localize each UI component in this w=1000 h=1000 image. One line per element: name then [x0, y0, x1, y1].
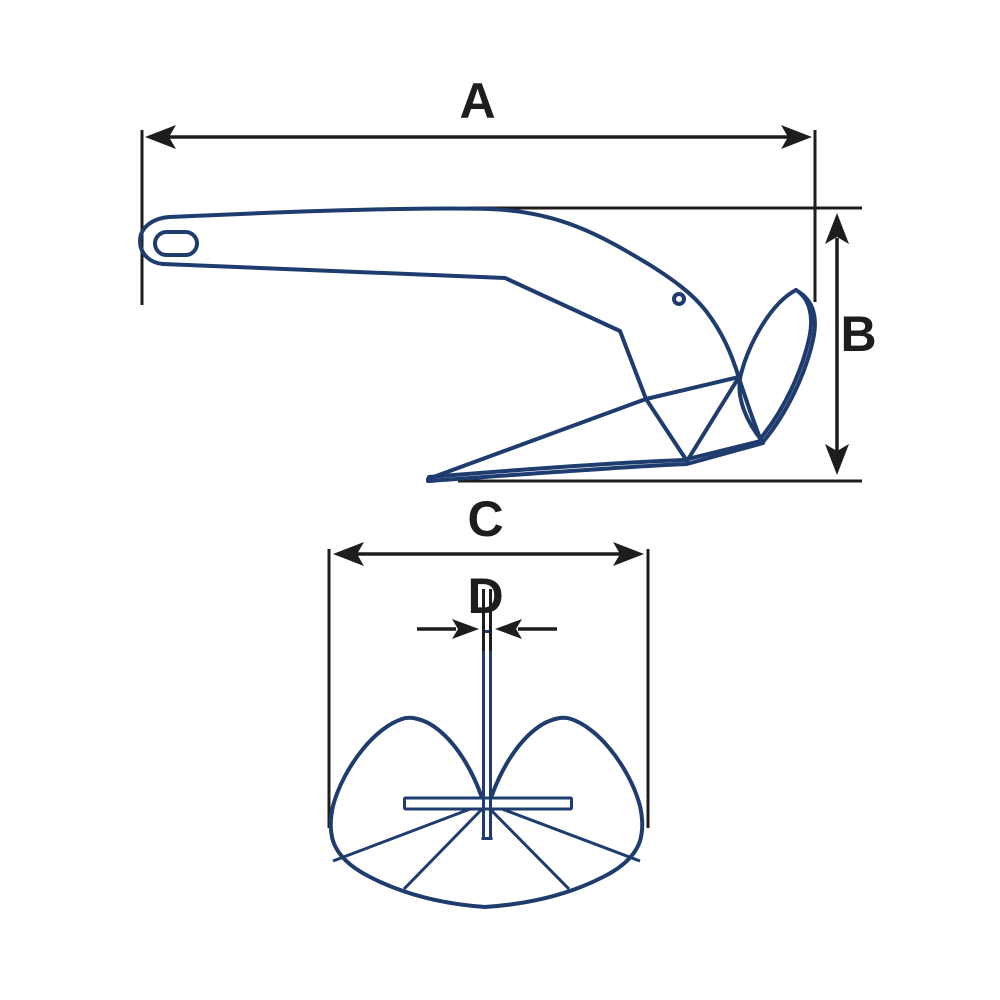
dimension-b-label: B [840, 306, 875, 362]
arrowhead-right-icon [452, 619, 479, 639]
shackle-slot [153, 230, 199, 257]
dimension-c-label: C [467, 491, 502, 547]
front-view: C D [327, 491, 650, 909]
heel-blade-inner-edge [737, 288, 798, 444]
fluke-lobe-right [483, 715, 645, 909]
cross-bar [403, 796, 573, 811]
arrowhead-left-icon [495, 619, 522, 639]
fold-line-right-outer [485, 801, 641, 863]
fluke-fold-line-2 [685, 375, 741, 463]
fold-line-left-inner [402, 803, 488, 891]
arrowhead-left-icon [145, 125, 176, 149]
dimension-d: D [417, 568, 557, 651]
dimension-c: C [327, 491, 650, 828]
fluke-bottom-edge-upper [427, 439, 763, 479]
shank-end-cap [138, 215, 172, 266]
fluke-lobe-left [328, 715, 487, 909]
fold-line-left-outer [332, 801, 487, 863]
heel-blade-outer-edge [761, 290, 817, 444]
fluke-fold-line-1 [644, 397, 689, 463]
shank-bottom-edge [161, 262, 648, 401]
shank-top-edge [168, 206, 763, 443]
shank-hole [672, 292, 686, 306]
anchor-front-profile [328, 630, 645, 909]
arrowhead-up-icon [825, 213, 849, 244]
anchor-side-profile [138, 206, 817, 483]
fold-line-right-inner [484, 803, 571, 891]
dimension-b: B [458, 206, 877, 483]
arrowhead-right-icon [781, 125, 812, 149]
dimension-a: A [140, 73, 817, 305]
side-view: A B [138, 73, 877, 483]
arrowhead-left-icon [333, 542, 364, 566]
arrowhead-down-icon [825, 444, 849, 475]
dimension-d-label: D [467, 568, 502, 624]
arrowhead-right-icon [613, 542, 644, 566]
fluke-bottom-edge-lower [426, 441, 765, 483]
heel-blade-outer-edge-inner-line [758, 288, 814, 441]
dimension-a-label: A [459, 73, 494, 129]
